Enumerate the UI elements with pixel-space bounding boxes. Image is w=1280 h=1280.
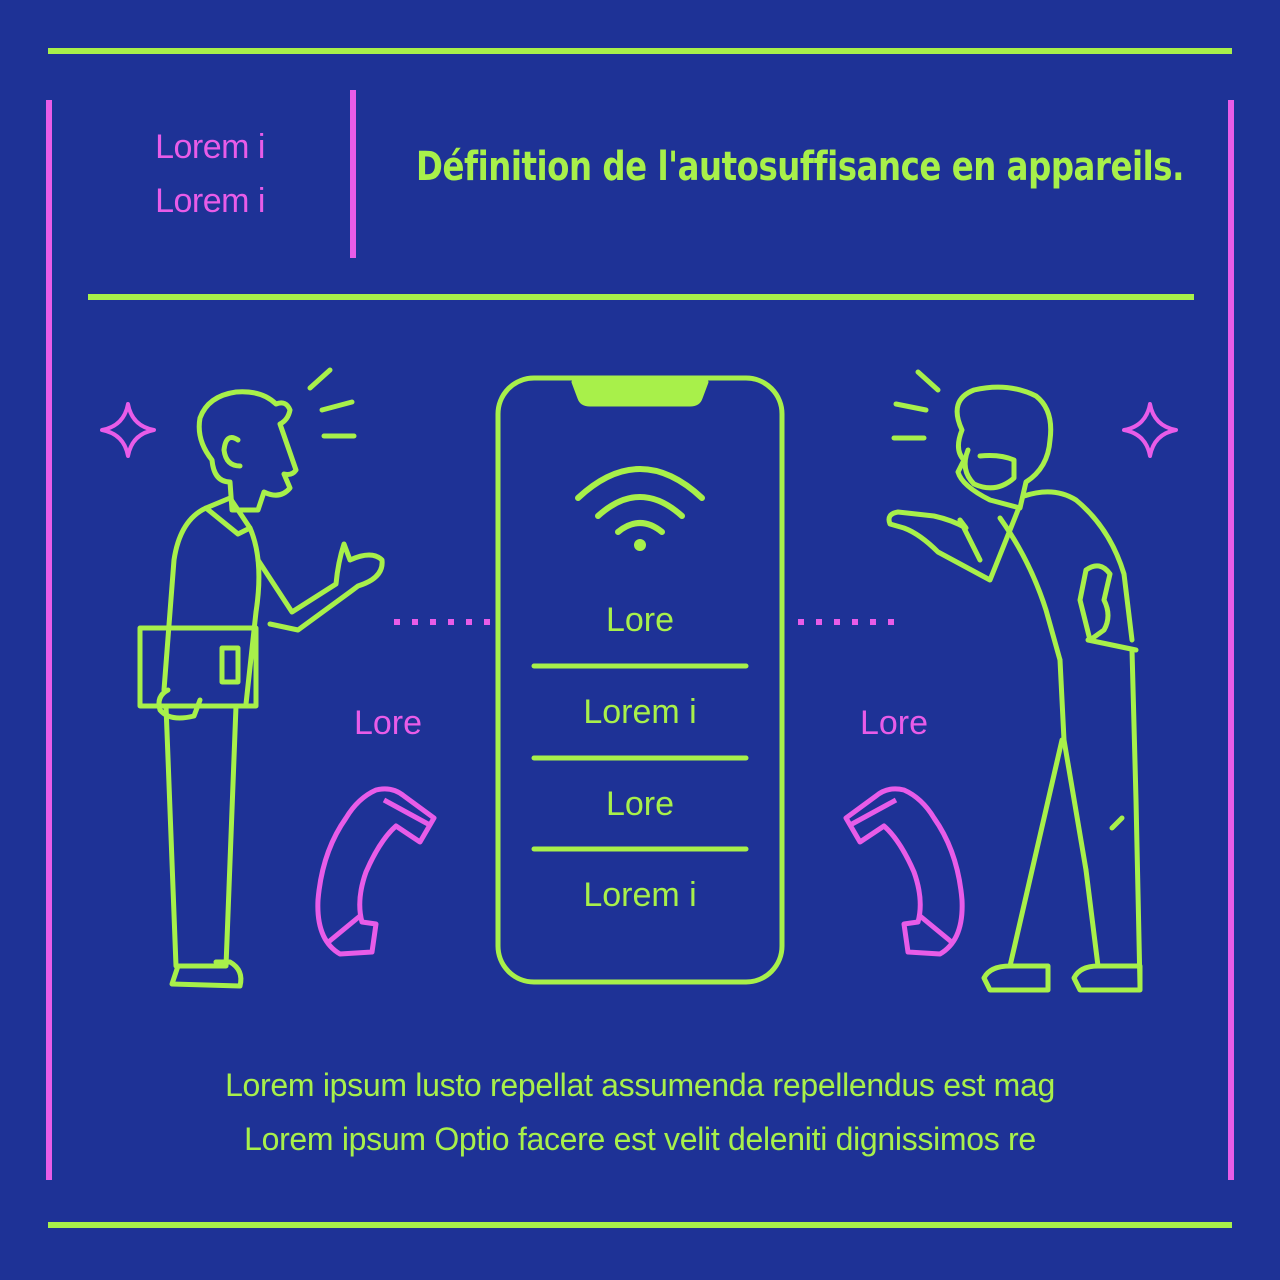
phone-notch bbox=[571, 379, 709, 407]
footer-text-line-2: Lorem ipsum Optio facere est velit delen… bbox=[244, 1121, 1036, 1157]
person-illustration bbox=[886, 369, 1143, 993]
dotted-connector-right bbox=[798, 619, 894, 625]
tag-line-1: Lorem i bbox=[155, 128, 265, 166]
dotted-connector-left bbox=[394, 619, 490, 625]
phone-handset-icon bbox=[843, 786, 965, 957]
left-label: Lore bbox=[353, 704, 423, 742]
header-divider bbox=[350, 90, 356, 258]
sparkle-icon bbox=[100, 402, 156, 458]
phone-list-item-1: Lore bbox=[605, 601, 675, 639]
person-illustration bbox=[137, 367, 385, 989]
smartphone-outline bbox=[495, 375, 785, 985]
phone-list-item-2: Lorem i bbox=[583, 693, 697, 731]
footer-text-line-1: Lorem ipsum lusto repellat assumenda rep… bbox=[225, 1067, 1055, 1103]
phone-handset-icon bbox=[315, 786, 437, 957]
tag-line-2: Lorem i bbox=[155, 182, 265, 220]
right-border-line bbox=[1228, 100, 1234, 1180]
right-label: Lore bbox=[859, 704, 929, 742]
sparkle-icon bbox=[1122, 402, 1178, 458]
header-underline bbox=[88, 294, 1194, 300]
top-border-line bbox=[48, 48, 1232, 54]
left-border-line bbox=[46, 100, 52, 1180]
phone-list-item-4: Lorem i bbox=[583, 876, 697, 914]
bottom-border-line bbox=[48, 1222, 1232, 1228]
phone-list-item-3: Lore bbox=[605, 785, 675, 823]
page-title: Définition de l'autosuffisance en appare… bbox=[416, 144, 1184, 190]
wifi-icon bbox=[575, 466, 705, 535]
